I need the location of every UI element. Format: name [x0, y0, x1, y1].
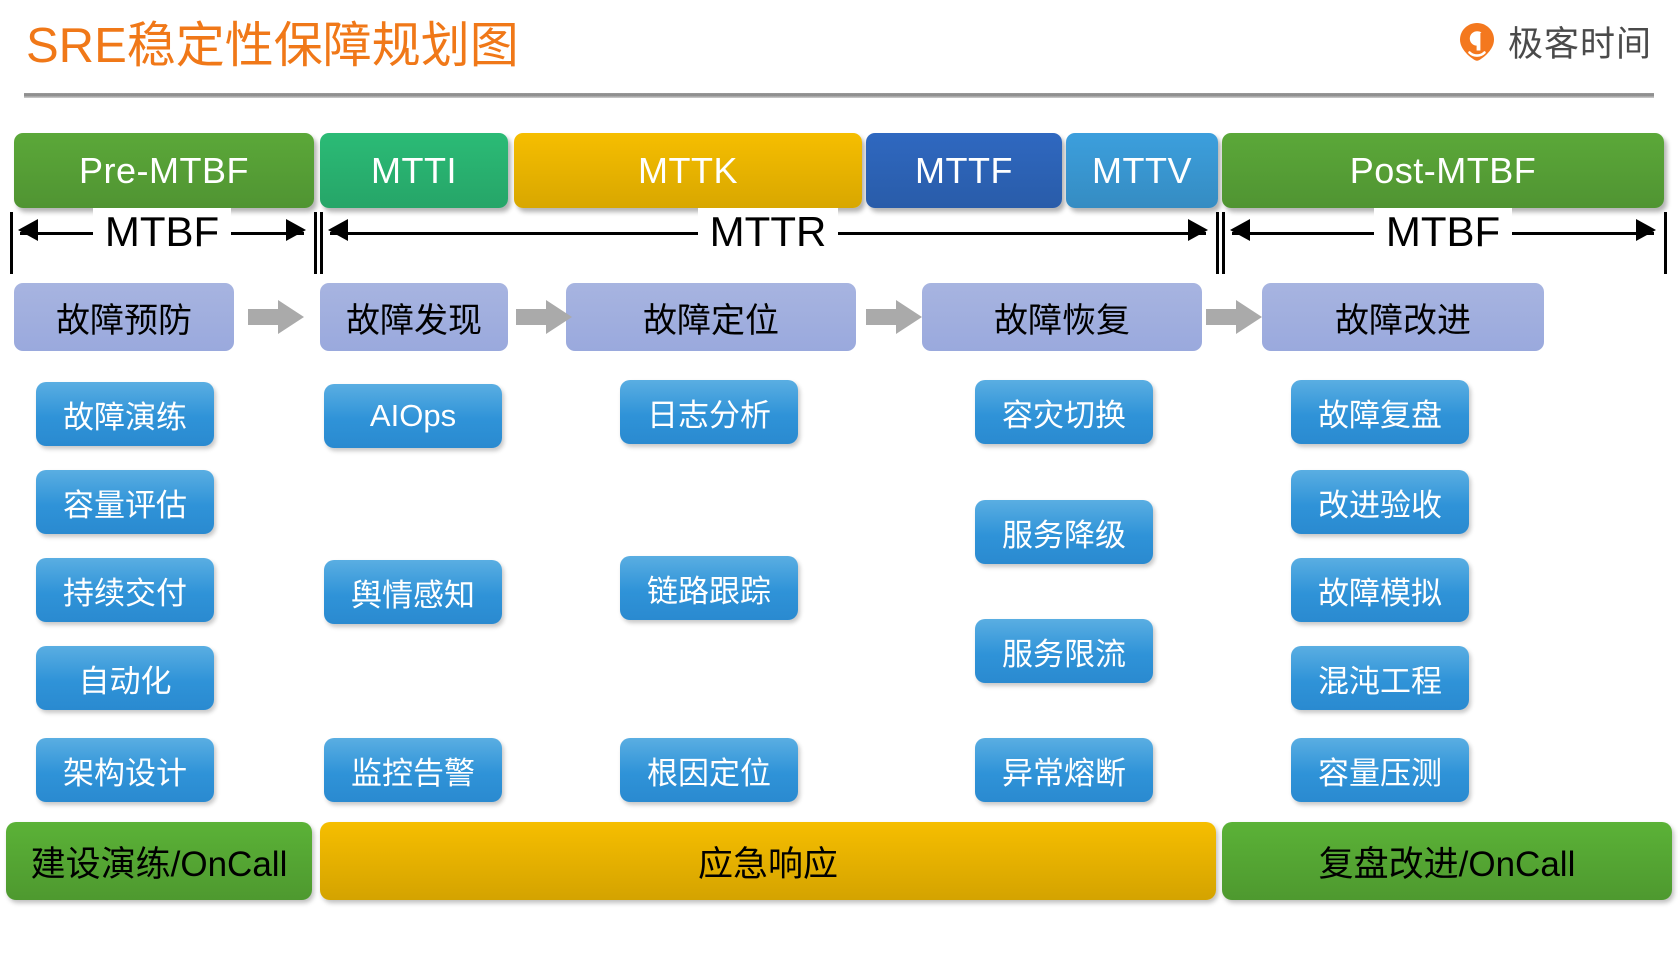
practice-chip[interactable]: 异常熔断: [975, 738, 1153, 802]
practice-chip-label: 自动化: [78, 663, 172, 699]
practice-chip[interactable]: 混沌工程: [1291, 646, 1469, 710]
header-divider: [24, 93, 1654, 98]
span-mtbf-left-arrowhead-right: [286, 219, 306, 241]
practice-chip-label: 服务降级: [1002, 517, 1126, 553]
stage-box-2[interactable]: 故障发现: [320, 283, 508, 351]
stage-box-5[interactable]: 故障改进: [1262, 283, 1544, 351]
practice-chip-label: 混沌工程: [1318, 663, 1442, 699]
span-mttr-tick-end: [1216, 212, 1219, 274]
span-mtbf-right-tick-end: [1664, 212, 1667, 274]
span-mtbf-left-tick-end: [314, 212, 317, 274]
stage-box-label: 故障改进: [1335, 301, 1471, 340]
practice-chip[interactable]: 容量评估: [36, 470, 214, 534]
practice-chip[interactable]: 服务限流: [975, 619, 1153, 683]
bottom-bar-label: 应急响应: [697, 844, 838, 884]
span-mtbf-right-tick-start: [1222, 212, 1225, 274]
practice-chip-label: 监控告警: [351, 755, 475, 791]
practice-chip[interactable]: 日志分析: [620, 380, 798, 444]
stage-box-1[interactable]: 故障预防: [14, 283, 234, 351]
practice-chip-label: 链路跟踪: [647, 573, 771, 609]
span-mtbf-right-arrowhead-right: [1636, 219, 1656, 241]
span-mtbf-right-arrowhead-left: [1230, 219, 1250, 241]
practice-chip-label: 日志分析: [647, 397, 771, 433]
stage-box-label: 故障定位: [643, 301, 779, 340]
phase-bar-label: MTTI: [371, 149, 457, 191]
phase-bar-label: Pre-MTBF: [79, 149, 249, 191]
practice-chip-label: 容量压测: [1318, 755, 1442, 791]
stage-box-3[interactable]: 故障定位: [566, 283, 856, 351]
stage-box-label: 故障发现: [346, 301, 482, 340]
practice-chip-label: 异常熔断: [1002, 755, 1126, 791]
practice-chip[interactable]: AIOps: [324, 384, 502, 448]
brand-name: 极客时间: [1507, 25, 1652, 64]
arrow-right-icon: [248, 300, 304, 334]
phase-bar-mttv[interactable]: MTTV: [1066, 133, 1218, 208]
practice-chip[interactable]: 服务降级: [975, 500, 1153, 564]
stage-box-label: 故障预防: [56, 301, 192, 340]
practice-chip[interactable]: 故障演练: [36, 382, 214, 446]
practice-chip[interactable]: 架构设计: [36, 738, 214, 802]
bottom-bar-1[interactable]: 建设演练/OnCall: [6, 822, 312, 900]
practice-chip-label: 容量评估: [63, 487, 187, 523]
practice-chip-label: 故障演练: [63, 399, 187, 435]
bottom-bar-label: 复盘改进/OnCall: [1318, 844, 1576, 884]
bottom-bar-label: 建设演练/OnCall: [30, 844, 288, 884]
practice-chip[interactable]: 舆情感知: [324, 560, 502, 624]
practice-chip-label: 故障模拟: [1318, 575, 1442, 611]
phase-bar-post-mtbf[interactable]: Post-MTBF: [1222, 133, 1664, 208]
span-mtbf-left-tick-start: [10, 212, 13, 274]
geek-time-pin-icon: [1456, 21, 1498, 63]
arrow-right-icon: [866, 300, 922, 334]
stage-box-label: 故障恢复: [994, 301, 1130, 340]
phase-bar-label: MTTV: [1092, 149, 1192, 191]
practice-chip[interactable]: 改进验收: [1291, 470, 1469, 534]
arrow-right-icon: [1206, 300, 1262, 334]
metric-span-row: MTBF MTTR MTBF: [0, 208, 1678, 274]
phase-bar-pre-mtbf[interactable]: Pre-MTBF: [14, 133, 314, 208]
phase-bar-mttk[interactable]: MTTK: [514, 133, 862, 208]
span-mttr-label: MTTR: [697, 208, 839, 256]
practice-chip[interactable]: 容灾切换: [975, 380, 1153, 444]
practice-chip[interactable]: 持续交付: [36, 558, 214, 622]
phase-bar-mtti[interactable]: MTTI: [320, 133, 508, 208]
stage-row: 故障预防 故障发现 故障定位 故障恢复 故障改进: [0, 283, 1678, 351]
span-mttr-tick-start: [320, 212, 323, 274]
practice-chip-label: AIOps: [369, 398, 457, 433]
practice-chip-label: 根因定位: [647, 755, 771, 791]
practice-chip-label: 改进验收: [1318, 487, 1442, 523]
practice-chip-label: 持续交付: [63, 575, 187, 611]
phase-bar-label: Post-MTBF: [1349, 149, 1537, 191]
phase-bar-label: MTTK: [638, 149, 738, 191]
practice-chip-label: 故障复盘: [1318, 397, 1442, 433]
bottom-bar-3[interactable]: 复盘改进/OnCall: [1222, 822, 1672, 900]
practice-chip[interactable]: 链路跟踪: [620, 556, 798, 620]
brand-logo: 极客时间: [1456, 16, 1652, 67]
span-mttr-arrowhead-left: [328, 219, 348, 241]
practice-chip[interactable]: 容量压测: [1291, 738, 1469, 802]
practice-chip[interactable]: 自动化: [36, 646, 214, 710]
bottom-bar-2[interactable]: 应急响应: [320, 822, 1216, 900]
span-mttr-arrowhead-right: [1188, 219, 1208, 241]
arrow-right-icon: [516, 300, 572, 334]
phase-bar-row: Pre-MTBF MTTI MTTK MTTF MTTV Post-MTBF: [0, 133, 1678, 208]
phase-bar-label: MTTF: [915, 149, 1013, 191]
practice-chip[interactable]: 监控告警: [324, 738, 502, 802]
phase-bar-mttf[interactable]: MTTF: [866, 133, 1062, 208]
practice-chip[interactable]: 根因定位: [620, 738, 798, 802]
practice-chip-label: 容灾切换: [1002, 397, 1126, 433]
practice-chip-label: 架构设计: [63, 755, 187, 791]
span-mtbf-left-label: MTBF: [92, 208, 232, 256]
span-mtbf-right-label: MTBF: [1373, 208, 1513, 256]
practice-chip-label: 服务限流: [1002, 636, 1126, 672]
practice-chip-label: 舆情感知: [351, 577, 475, 613]
stage-box-4[interactable]: 故障恢复: [922, 283, 1202, 351]
practice-chip[interactable]: 故障复盘: [1291, 380, 1469, 444]
practice-chip[interactable]: 故障模拟: [1291, 558, 1469, 622]
page-title: SRE稳定性保障规划图: [26, 19, 519, 73]
bottom-bar-row: 建设演练/OnCall 应急响应 复盘改进/OnCall: [0, 822, 1678, 900]
span-mtbf-left-arrowhead-left: [18, 219, 38, 241]
